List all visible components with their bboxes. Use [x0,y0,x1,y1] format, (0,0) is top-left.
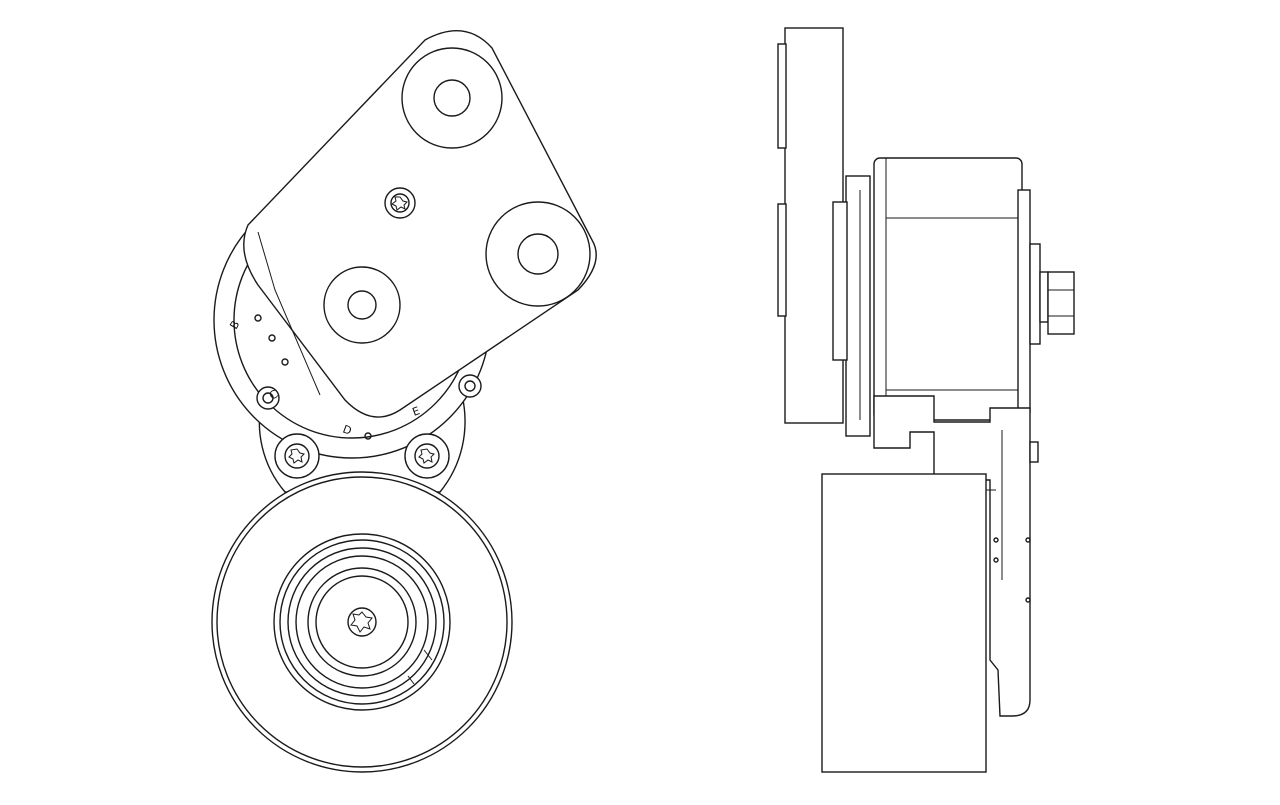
side-housing [873,157,1023,421]
front-view: B C D E [211,30,597,773]
small-bolt-left-icon [256,386,280,410]
plate-hole-right [485,201,591,307]
position-mark-d: D [341,423,353,438]
indicator-ticks [254,314,372,440]
small-bolt-right-icon [458,374,482,398]
plate-hole-top [401,47,503,149]
side-bolt-icon [1029,243,1075,345]
position-mark-e: E [411,404,422,419]
arm-bolt-left-icon [274,433,320,479]
plate-center-bolt-icon [384,187,416,219]
side-view [777,27,1075,773]
side-mounting-arm [873,395,1031,717]
plate-hole-bottom [323,266,401,344]
arm-bolt-right-icon [404,433,450,479]
pulley-bolt-icon [347,607,377,637]
side-idler-pulley [821,473,987,773]
